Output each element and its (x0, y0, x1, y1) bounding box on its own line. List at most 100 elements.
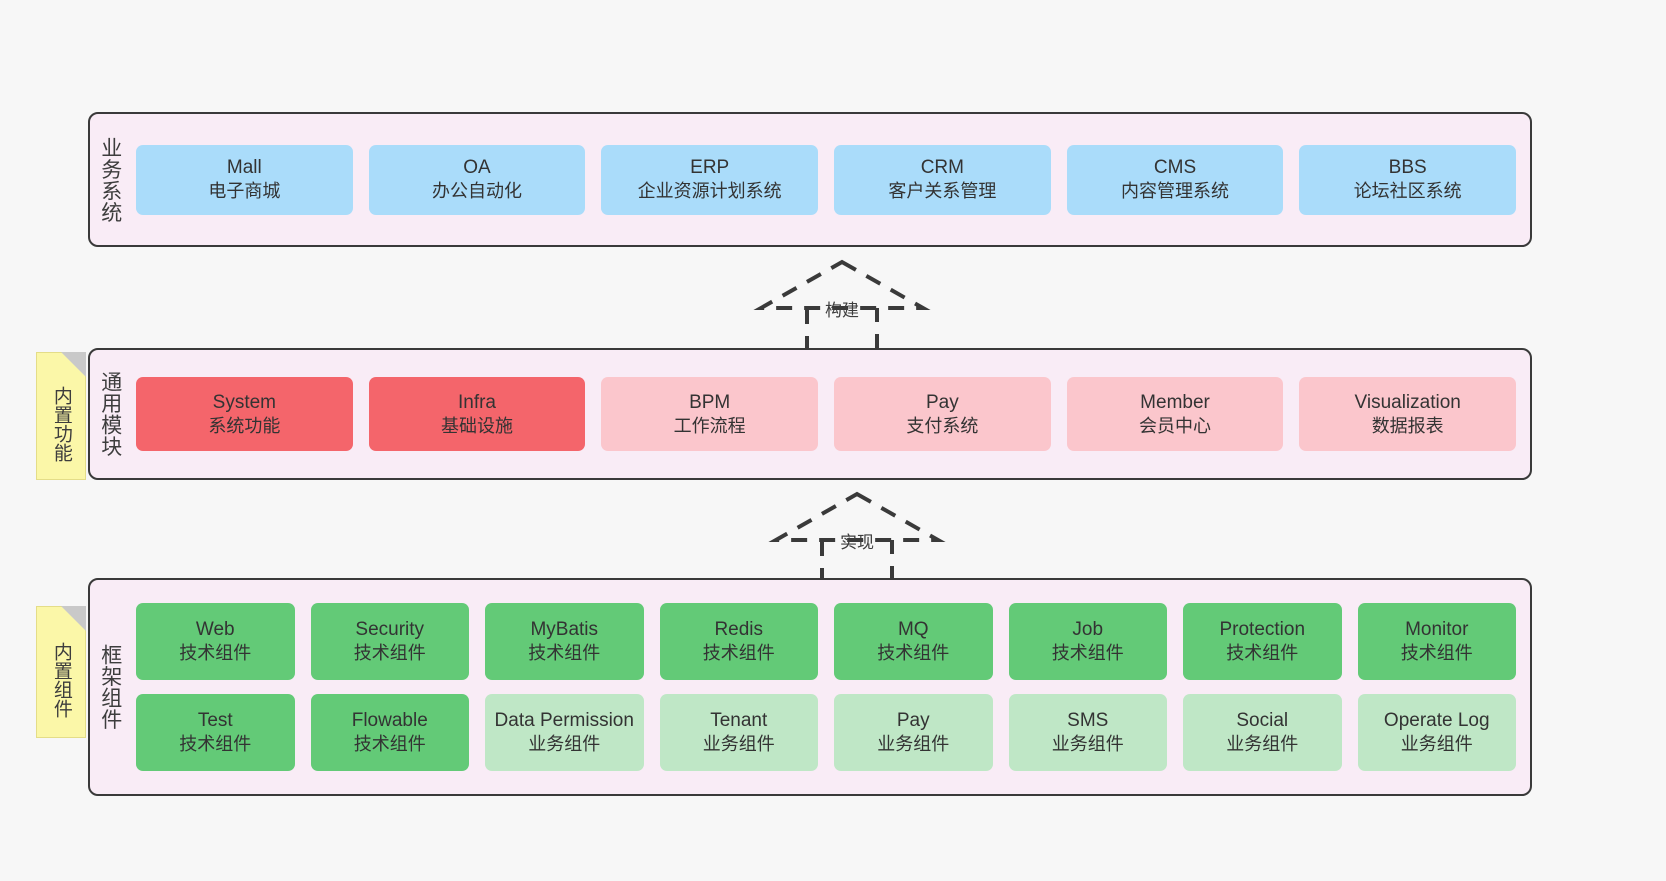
module-card-description: 技术组件 (353, 734, 426, 755)
module-card-name: System (212, 391, 277, 413)
module-card-description: 业务组件 (528, 734, 601, 755)
module-card-name: MyBatis (530, 619, 599, 641)
module-card-name: Protection (1219, 619, 1306, 641)
connector-build-label: 构建 (825, 301, 859, 320)
module-card-name: Web (195, 619, 235, 641)
module-card-description: 技术组件 (1400, 643, 1473, 664)
layer-common-modules-caption: 通用模块 (98, 371, 122, 457)
module-card-name: OA (463, 157, 491, 179)
module-card-name: Mall (226, 157, 262, 179)
module-card-name: MQ (897, 619, 929, 641)
module-card-description: 基础设施 (441, 415, 513, 436)
module-card-name: Test (197, 710, 233, 732)
module-card-name: CMS (1153, 157, 1197, 179)
module-card-description: 系统功能 (208, 415, 281, 436)
connector-realize-label: 实现 (840, 533, 874, 552)
module-card-name: Redis (714, 619, 764, 641)
module-card-description: 技术组件 (877, 643, 950, 664)
connector-realize: 实现 (768, 490, 946, 585)
module-card-name: Job (1072, 619, 1104, 641)
module-card-name: BPM (689, 391, 731, 413)
module-card-description: 办公自动化 (432, 181, 522, 202)
module-card-description: 支付系统 (906, 415, 979, 436)
module-card-name: Pay (896, 710, 930, 732)
module-card-name: Infra (457, 391, 497, 413)
module-card-name: CRM (920, 157, 964, 179)
module-card-description: 业务组件 (1226, 734, 1299, 755)
module-card-name: Tenant (710, 710, 768, 732)
module-card-description: 工作流程 (673, 415, 746, 436)
module-card-name: ERP (690, 157, 730, 179)
connector-build: 构建 (753, 258, 931, 353)
module-card-name: BBS (1388, 157, 1427, 179)
module-card-description: 业务组件 (1051, 734, 1124, 755)
module-card-name: Monitor (1405, 619, 1469, 641)
sticky-note-builtin-features: 内置功能 (36, 352, 86, 480)
module-card-description: 技术组件 (528, 643, 601, 664)
module-card-description: 数据报表 (1371, 415, 1444, 436)
module-card-name: Security (355, 619, 425, 641)
module-card-description: 技术组件 (179, 734, 252, 755)
arrowhead-build (753, 259, 931, 310)
sticky-note-builtin-components-label: 内置组件 (50, 642, 72, 718)
module-card-description: 技术组件 (179, 643, 252, 664)
module-card-description: 业务组件 (702, 734, 775, 755)
module-card-name: Social (1236, 710, 1289, 732)
module-card-description: 技术组件 (1226, 643, 1299, 664)
sticky-note-builtin-components: 内置组件 (36, 606, 86, 738)
layer-business-system-caption: 业务系统 (98, 136, 122, 223)
module-card-description: 电子商城 (208, 181, 281, 202)
module-card-description: 业务组件 (1400, 734, 1473, 755)
module-card-description: 技术组件 (353, 643, 426, 664)
module-card-description: 论坛社区系统 (1353, 181, 1462, 202)
layer-framework-components-caption: 框架组件 (98, 644, 122, 730)
module-card-description: 企业资源计划系统 (637, 181, 782, 202)
module-card-name: Flowable (351, 710, 428, 732)
module-card-description: 技术组件 (702, 643, 775, 664)
module-card-name: Pay (925, 391, 959, 413)
sticky-note-builtin-features-label: 内置功能 (50, 386, 72, 462)
module-card-name: Data Permission (494, 710, 634, 732)
module-card-name: SMS (1067, 710, 1109, 732)
module-card-name: Member (1140, 391, 1210, 413)
